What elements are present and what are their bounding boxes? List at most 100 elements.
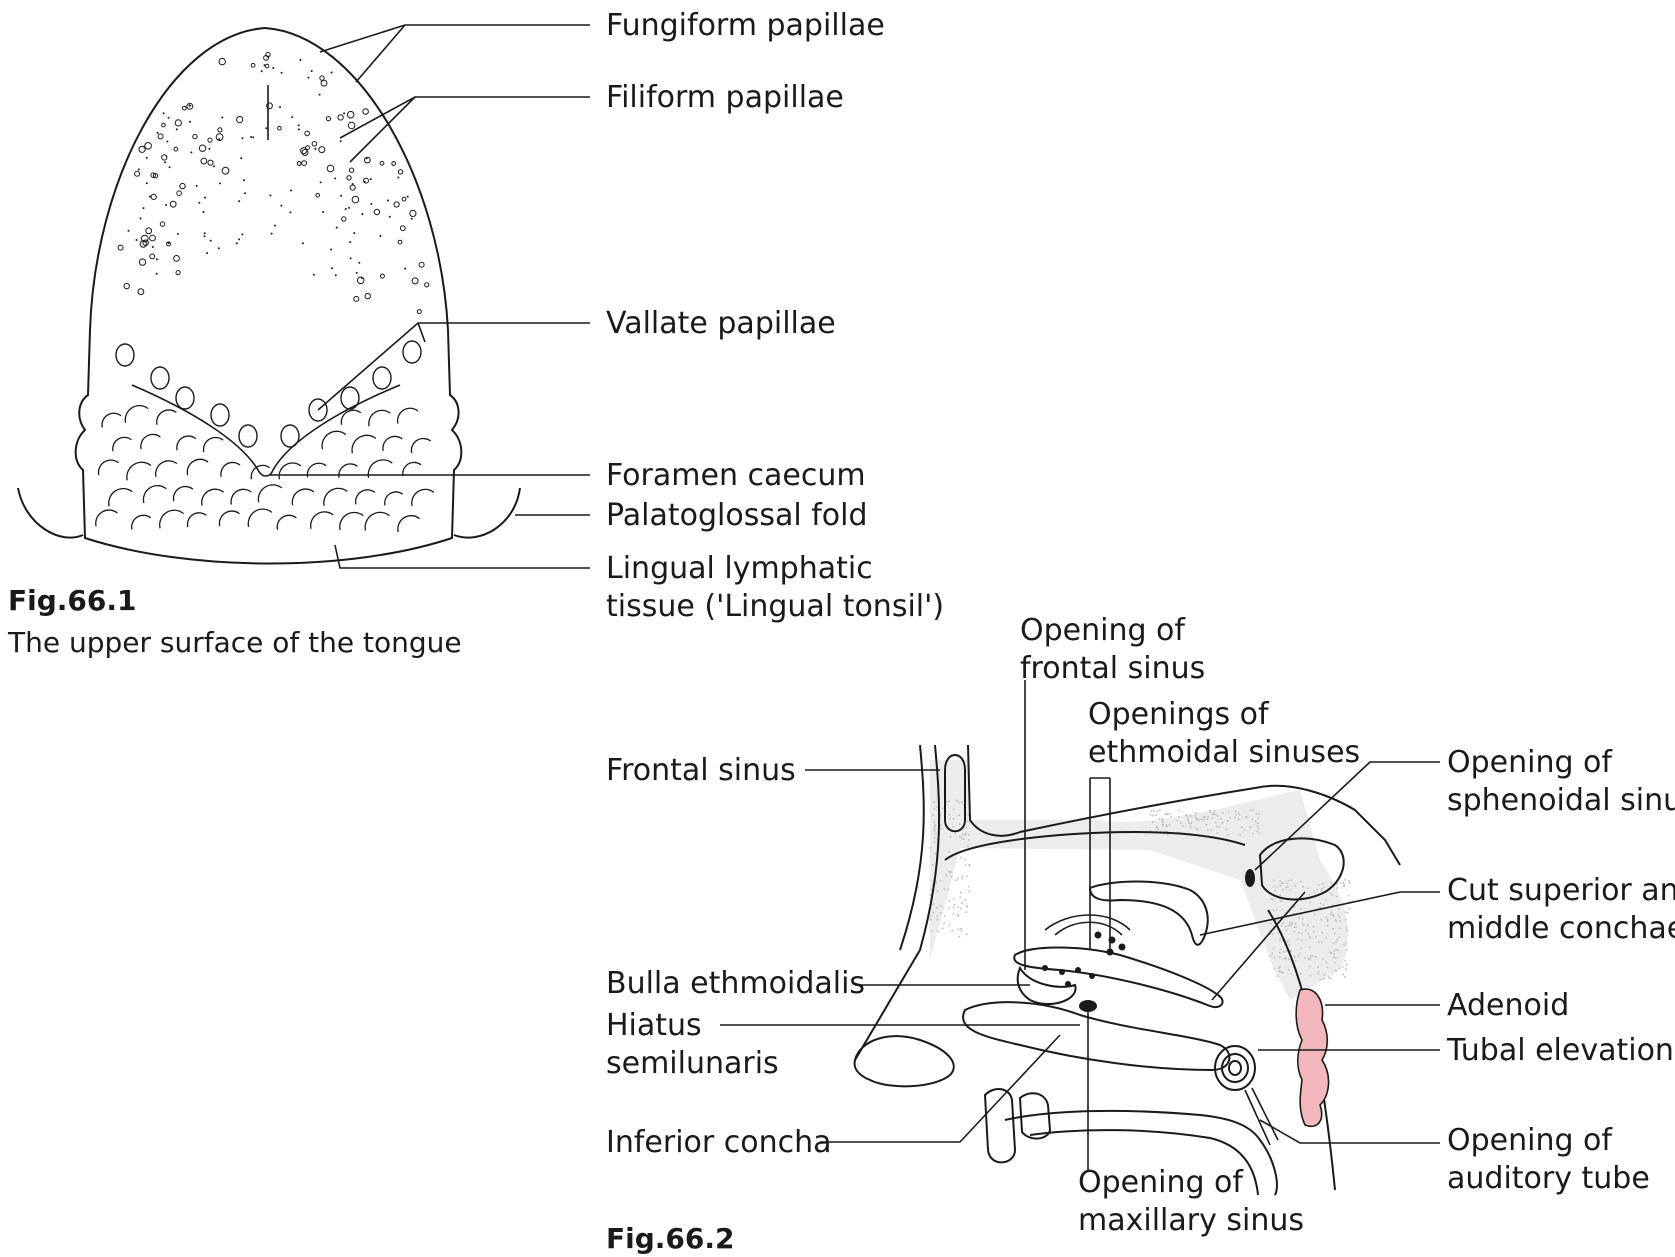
filiform-papilla — [252, 136, 255, 139]
stipple-dot — [1293, 955, 1296, 958]
nasal-floor — [1004, 1109, 1278, 1196]
stipple-dot — [1240, 826, 1243, 829]
filiform-papilla — [291, 116, 294, 119]
stipple-dot — [1257, 822, 1259, 824]
stipple-dot — [1271, 932, 1274, 935]
lymphatic-nodule — [186, 512, 207, 528]
stipple-dot — [1317, 941, 1320, 943]
stipple-dot — [1335, 948, 1338, 951]
stipple-dot — [1296, 938, 1299, 941]
stipple-dot — [952, 906, 955, 909]
stipple-dot — [1342, 973, 1344, 976]
stipple-dot — [940, 824, 942, 827]
label-bulla-ethmoidalis: Bulla ethmoidalis — [606, 966, 865, 1001]
filiform-papilla — [263, 64, 266, 67]
label-foramen-caecum: Foramen caecum — [606, 458, 866, 493]
lymphatic-nodule — [112, 436, 132, 452]
stipple-dot — [968, 890, 971, 893]
filiform-papilla — [175, 128, 178, 131]
stipple-dot — [1326, 924, 1329, 927]
stipple-dot — [1280, 900, 1283, 902]
bone-stipple-region — [930, 760, 1349, 1000]
filiform-papilla — [363, 180, 366, 183]
filiform-papilla — [145, 156, 148, 159]
label-cut-conchae-2: middle conchae — [1447, 911, 1675, 946]
stipple-dot — [958, 935, 961, 938]
stipple-dot — [1213, 810, 1216, 812]
stipple-dot — [1194, 814, 1197, 817]
label-adenoid: Adenoid — [1447, 988, 1569, 1023]
fungiform-papilla — [363, 177, 369, 184]
stipple-dot — [1269, 922, 1272, 925]
filiform-papilla — [370, 202, 373, 205]
stipple-dot — [954, 832, 957, 835]
vallate-papilla — [238, 424, 258, 448]
filiform-papilla — [260, 70, 263, 73]
stipple-dot — [1336, 887, 1338, 889]
stipple-dot — [1166, 812, 1169, 815]
stipple-dot — [1277, 967, 1280, 970]
fungiform-papilla — [418, 261, 425, 268]
fungiform-papilla — [250, 62, 256, 68]
inferior-concha — [962, 1001, 1231, 1072]
stipple-dot — [1229, 816, 1232, 819]
frontal-bone-outline — [899, 744, 925, 951]
stipple-dot — [1338, 916, 1341, 919]
lymphatic-nodule — [131, 514, 152, 530]
fungiform-papilla — [198, 144, 207, 152]
stipple-dot — [1341, 966, 1344, 968]
filiform-papilla — [202, 211, 205, 213]
stipple-dot — [1281, 971, 1283, 974]
filiform-papilla — [149, 195, 151, 198]
stipple-dot — [1335, 920, 1338, 923]
stipple-dot — [1302, 885, 1304, 888]
filiform-papilla — [190, 151, 193, 154]
stipple-dot — [948, 850, 951, 853]
vallate-papilla — [210, 403, 230, 427]
vallate-papilla — [372, 366, 392, 390]
stipple-dot — [1322, 958, 1324, 961]
stipple-dot — [1313, 930, 1315, 933]
filiform-papilla — [250, 136, 253, 138]
lymphatic-nodule — [397, 515, 421, 533]
vallate-papillae — [115, 340, 422, 448]
stipple-dot — [1346, 912, 1349, 914]
fungiform-papilla — [356, 276, 365, 285]
filiform-papilla — [139, 217, 142, 220]
stipple-dot — [961, 877, 964, 880]
stipple-dot — [1300, 881, 1302, 883]
fungiform-papilla — [176, 190, 182, 196]
label-openings-ethmoidal-2: ethmoidal sinuses — [1088, 735, 1360, 770]
fungiform-papilla — [169, 200, 177, 208]
stipple-dot — [1288, 944, 1291, 946]
stipple-dot — [1279, 899, 1282, 901]
fig1-caption: The upper surface of the tongue — [7, 626, 462, 659]
stipple-dot — [1161, 817, 1164, 820]
fungiform-papilla — [218, 57, 226, 66]
stipple-dot — [945, 800, 948, 803]
stipple-dot — [1227, 811, 1230, 813]
stipple-dot — [964, 899, 967, 901]
filiform-papilla — [410, 217, 413, 220]
stipple-dot — [1272, 885, 1275, 888]
fungiform-papilla — [326, 164, 335, 173]
stipple-dot — [957, 915, 960, 917]
stipple-dot — [1248, 826, 1251, 829]
stipple-dot — [1329, 951, 1332, 954]
stipple-dot — [937, 930, 939, 933]
nasal-cavity-roof — [967, 744, 1401, 866]
stipple-dot — [1285, 957, 1287, 960]
filiform-papilla — [361, 213, 364, 215]
stipple-dot — [1155, 827, 1158, 829]
stipple-dot — [1237, 818, 1240, 820]
fungiform-papilla — [315, 193, 321, 198]
filiform-papilla — [330, 71, 333, 74]
filiform-papilla — [330, 267, 333, 270]
fungiform-papilla — [166, 241, 171, 247]
fungiform-papilla — [144, 142, 152, 150]
stipple-dot — [1276, 975, 1279, 978]
stipple-dot — [1318, 884, 1320, 886]
stipple-dot — [1249, 809, 1252, 811]
stipple-dot — [1348, 907, 1351, 910]
filiform-papilla — [312, 273, 315, 276]
